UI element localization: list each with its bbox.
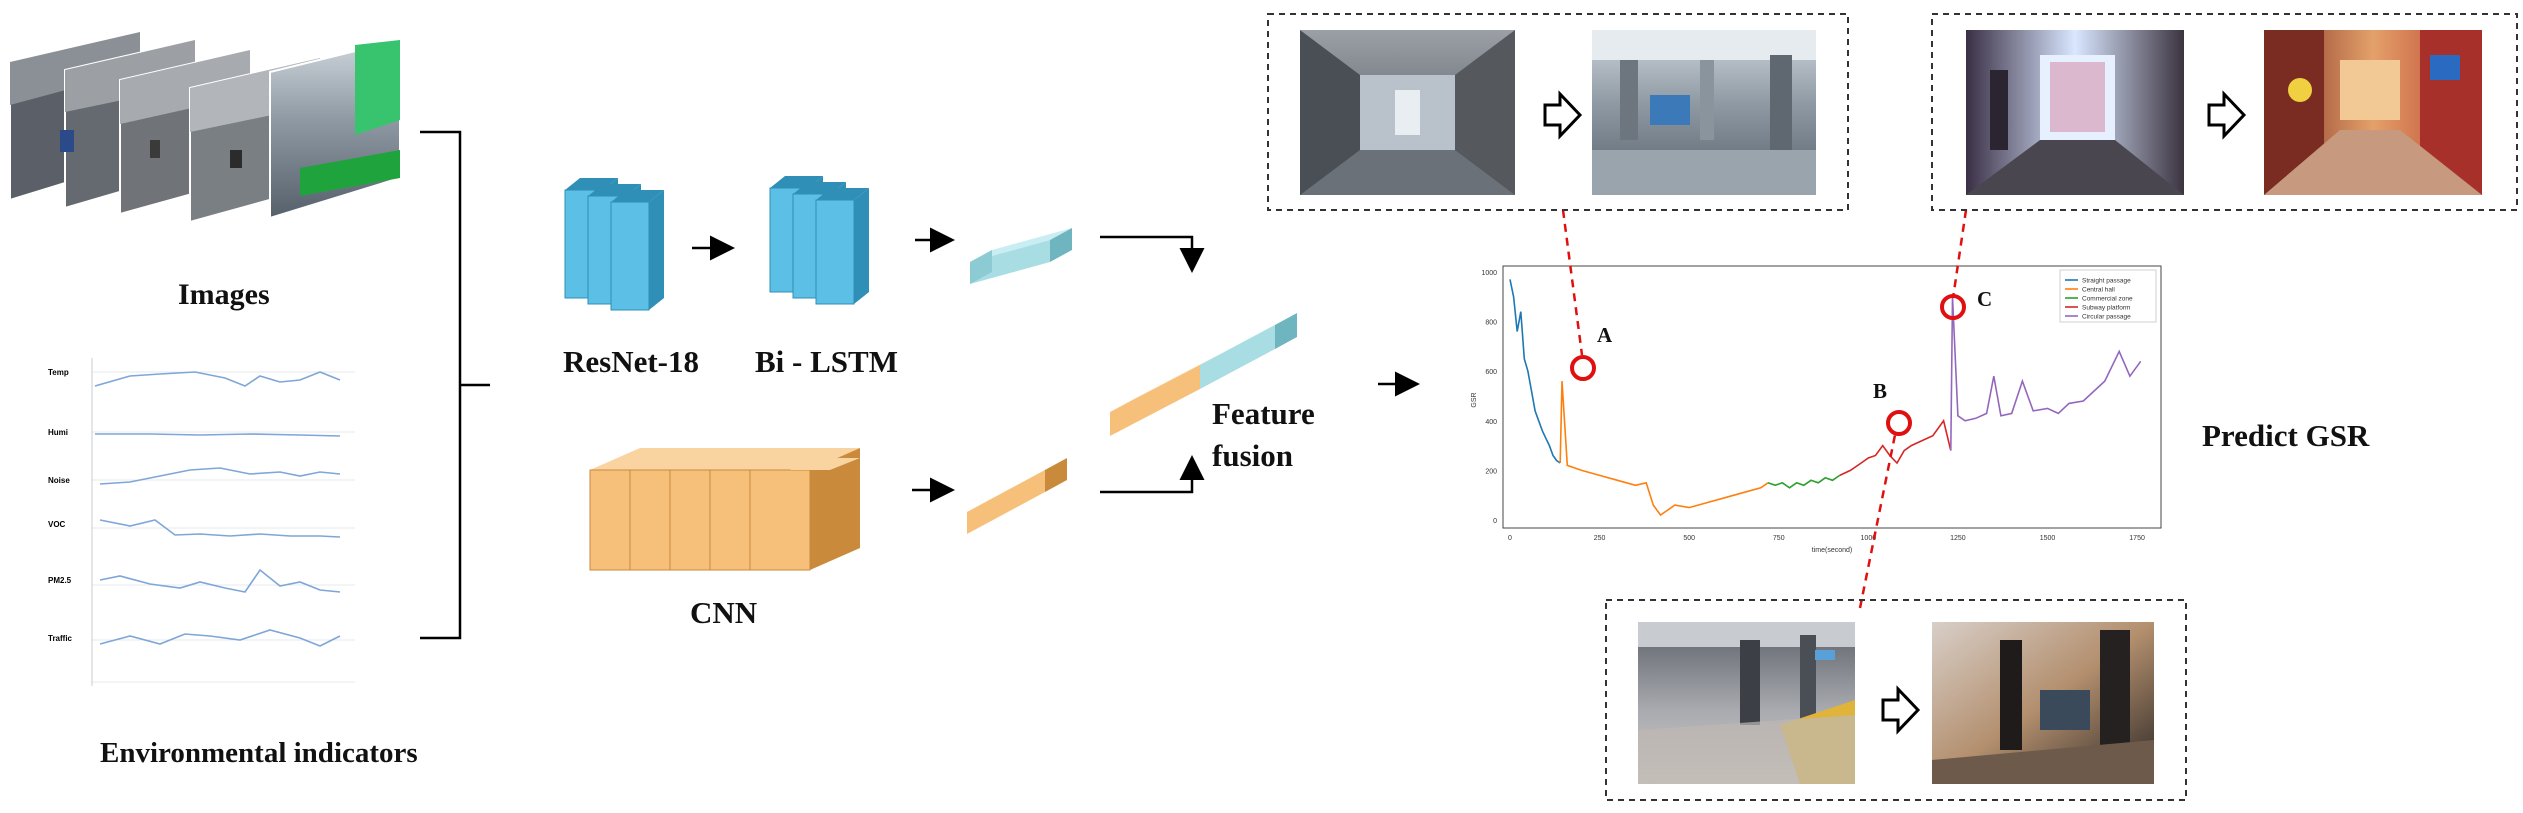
arrow-c-icon (2207, 90, 2247, 140)
photo-a-before (1300, 30, 1515, 195)
bilstm-blocks (769, 176, 869, 305)
chart-series-0 (1509, 279, 1561, 464)
photo-c-before (1966, 30, 2184, 195)
env-series-traffic (99, 629, 341, 647)
arrow-image-to-fusion (1100, 235, 1205, 273)
label-resnet18: ResNet-18 (563, 344, 700, 379)
arrow-env-to-fusion (1100, 455, 1205, 494)
leader-c (1951, 209, 1968, 299)
marker-a-label: A (1597, 323, 1613, 347)
chart-ticks-group: 0 250 500 750 1000 1250 1500 1750 0 200 400 600 800 1… (1481, 270, 2145, 542)
env-label-noise: Noise (48, 476, 70, 485)
chart-xtick-3: 750 (1773, 535, 1785, 542)
fused-feature-bar (1110, 313, 1297, 436)
marker-c-label: C (1977, 287, 1992, 311)
callout-c (1931, 13, 2518, 211)
env-label-voc: VOC (48, 520, 66, 529)
chart-xtick-2: 500 (1683, 535, 1695, 542)
chart-ytick-1: 200 (1485, 468, 1497, 475)
chart-series-4 (1950, 296, 2142, 451)
chart-ytick-2: 400 (1485, 419, 1497, 426)
leader-a (1561, 209, 1584, 356)
chart-ylabel: GSR (1471, 392, 1478, 407)
environmental-indicators-panel: Temp Humi Noise VOC PM2.5 Traffic (48, 350, 358, 690)
label-bilstm: Bi - LSTM (755, 344, 898, 379)
label-images: Images (178, 278, 270, 311)
photo-a-after (1592, 30, 1816, 195)
chart-xtick-0: 0 (1508, 535, 1512, 542)
photo-c-after (2264, 30, 2482, 195)
env-label-humi: Humi (48, 428, 68, 437)
env-label-pm25: PM2.5 (48, 576, 72, 585)
chart-ytick-4: 800 (1485, 320, 1497, 327)
legend-label-4: Circular passage (2082, 314, 2131, 321)
image-feature-bar (970, 228, 1072, 284)
gsr-chart: 0 250 500 750 1000 1250 1500 1750 0 200 400 600 800 1… (1471, 265, 2162, 554)
chart-xtick-6: 1500 (2040, 535, 2056, 542)
env-label-temp: Temp (48, 368, 69, 377)
arrow-a-icon (1543, 90, 1583, 140)
label-cnn: CNN (690, 595, 758, 630)
marker-c (1940, 294, 1966, 320)
chart-series-group (1509, 279, 2142, 517)
env-series-temp (94, 371, 341, 387)
chart-xtick-5: 1250 (1950, 535, 1966, 542)
env-series-noise (99, 467, 341, 485)
photo-b-after (1932, 622, 2154, 784)
env-series-pm25 (99, 568, 341, 593)
chart-xtick-4: 1000 (1861, 535, 1877, 542)
env-series-voc (99, 519, 341, 538)
chart-ytick-0: 0 (1493, 518, 1497, 525)
label-environmental-indicators: Environmental indicators (100, 737, 418, 769)
label-predict-gsr: Predict GSR (2202, 418, 2370, 453)
arrow-b-icon (1881, 685, 1921, 735)
legend-label-1: Central hall (2082, 287, 2115, 294)
leader-b (1858, 429, 1898, 609)
chart-xtick-7: 1750 (2129, 535, 2145, 542)
callout-b (1605, 599, 2187, 801)
chart-series-3 (1839, 418, 1952, 477)
chart-series-2 (1767, 474, 1841, 489)
env-gridlines (92, 371, 355, 683)
photo-b-before (1638, 622, 1855, 784)
label-feature: Feature (1212, 396, 1315, 431)
chart-plot-area (1502, 265, 2162, 529)
resnet-blocks (564, 178, 664, 311)
legend-label-3: Subway platform (2082, 305, 2130, 312)
chart-series-1 (1559, 381, 1769, 517)
markers: A B C (1561, 209, 1992, 609)
chart-xtick-1: 250 (1594, 535, 1606, 542)
env-label-traffic: Traffic (48, 634, 73, 643)
marker-b-label: B (1873, 379, 1887, 403)
env-series (94, 371, 341, 647)
env-feature-bar (967, 458, 1067, 534)
image-sequence-stack (9, 30, 401, 224)
chart-ytick-3: 600 (1485, 369, 1497, 376)
marker-a (1570, 355, 1596, 381)
chart-xlabel: time(second) (1812, 547, 1852, 554)
callout-a (1267, 13, 1849, 211)
cnn-blocks (589, 448, 860, 571)
marker-b (1886, 410, 1912, 436)
legend-label-0: Straight passage (2082, 278, 2131, 285)
label-fusion: fusion (1212, 438, 1293, 473)
env-series-humi (95, 433, 341, 437)
legend-label-2: Commercial zone (2082, 296, 2133, 303)
input-bracket (420, 130, 490, 640)
chart-ytick-5: 1000 (1481, 270, 1497, 277)
